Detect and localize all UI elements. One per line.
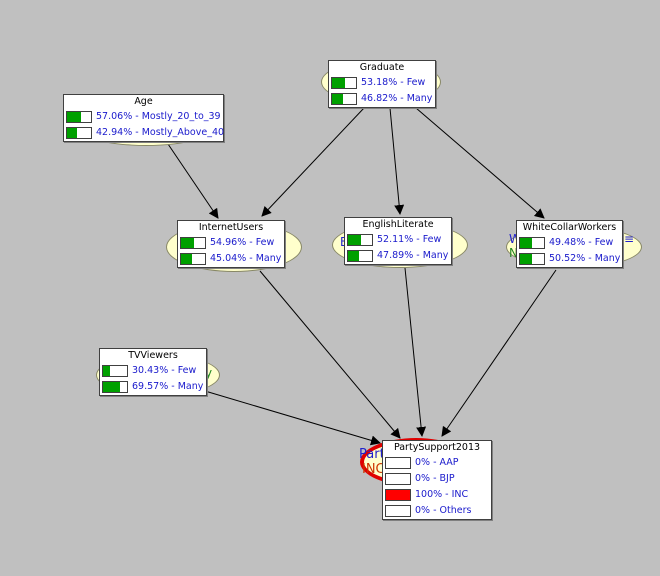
state-row[interactable]: 42.94% - Mostly_Above_40 <box>64 125 225 141</box>
state-label: 42.94% - Mostly_Above_40 <box>96 127 225 138</box>
tv-ghost-label: y <box>205 366 213 380</box>
state-row[interactable]: 53.18% - Few <box>329 75 435 91</box>
white-ghost-label: W <box>509 232 521 246</box>
node-title: PartySupport2013 <box>393 442 481 453</box>
probability-bar-fill <box>520 254 533 264</box>
probability-bar <box>66 127 92 139</box>
state-row[interactable]: 0% - AAP <box>383 455 491 471</box>
state-label: 30.43% - Few <box>132 365 197 376</box>
probability-bar-fill <box>348 251 360 261</box>
state-row[interactable]: 54.96% - Few <box>178 235 284 251</box>
probability-bar <box>102 381 128 393</box>
probability-bar-fill <box>348 235 361 245</box>
probability-bar <box>385 473 411 485</box>
state-label: 54.96% - Few <box>210 237 275 248</box>
internetusers-node[interactable]: InternetUsers 54.96% - Few 45.04% - Many <box>177 220 285 268</box>
state-label: 57.06% - Mostly_20_to_39 <box>96 111 221 122</box>
state-label: 0% - BJP <box>415 473 455 484</box>
edge-englishliterate-partysupport <box>404 267 427 437</box>
state-row[interactable]: 49.48% - Few <box>517 235 622 251</box>
probability-bar-fill <box>181 254 192 264</box>
whitecollarworkers-node[interactable]: WhiteCollarWorkers 49.48% - Few 50.52% - M… <box>516 220 623 268</box>
state-row[interactable]: 46.82% - Many <box>329 91 435 107</box>
party-ghost-label: Part <box>359 447 385 462</box>
probability-bar <box>66 111 92 123</box>
state-row[interactable]: 52.11% - Few <box>345 232 451 248</box>
node-title: TVViewers <box>128 350 178 361</box>
state-label: 46.82% - Many <box>361 93 433 104</box>
probability-bar <box>385 489 411 501</box>
probability-bar-fill <box>520 238 532 248</box>
probability-bar <box>347 234 373 246</box>
state-label: 69.57% - Many <box>132 381 204 392</box>
state-row[interactable]: 50.52% - Many <box>517 251 622 267</box>
probability-bar <box>519 237 545 249</box>
state-row[interactable]: 30.43% - Few <box>100 363 206 379</box>
edge-graduate-englishliterate <box>389 107 405 215</box>
englishliterate-node[interactable]: EnglishLiterate 52.11% - Few 47.89% - Many <box>344 217 452 265</box>
probability-bar <box>519 253 545 265</box>
probability-bar-fill <box>181 238 195 248</box>
state-row[interactable]: 45.04% - Many <box>178 251 284 267</box>
node-title: EnglishLiterate <box>362 219 434 230</box>
partysupport2013-node[interactable]: PartySupport2013 0% - AAP 0% - BJP 100% - I… <box>382 440 492 520</box>
probability-bar-fill <box>103 366 111 376</box>
node-title: WhiteCollarWorkers <box>522 222 617 233</box>
probability-bar <box>102 365 128 377</box>
state-row[interactable]: 47.89% - Many <box>345 248 451 264</box>
edge-tvviewers-partysupport <box>204 390 381 446</box>
inc-ghost-label: INC <box>362 462 385 477</box>
probability-bar-fill <box>386 490 410 500</box>
probability-bar <box>180 253 206 265</box>
probability-bar <box>331 93 357 105</box>
probability-bar-fill <box>332 78 345 88</box>
state-row[interactable]: 0% - Others <box>383 503 491 519</box>
edge-whitecollar-partysupport <box>441 269 557 437</box>
edge-graduate-internetusers <box>261 107 365 217</box>
node-title: Age <box>134 96 153 107</box>
probability-bar <box>180 237 206 249</box>
probability-bar-fill <box>67 128 78 138</box>
state-label: 49.48% - Few <box>549 237 614 248</box>
state-row[interactable]: 57.06% - Mostly_20_to_39 <box>64 109 223 125</box>
white-ghost-label-2: N <box>509 246 518 260</box>
probability-bar-fill <box>67 112 81 122</box>
node-title: Graduate <box>359 62 405 73</box>
probability-bar <box>347 250 373 262</box>
graduate-node[interactable]: Graduate 53.18% - Few 46.82% - Many <box>328 60 436 108</box>
edge-graduate-whitecollar <box>415 107 545 219</box>
english-ghost-label: E <box>340 235 348 249</box>
state-label: 50.52% - Many <box>549 253 621 264</box>
node-title: InternetUsers <box>198 222 264 233</box>
state-row[interactable]: 0% - BJP <box>383 471 491 487</box>
probability-bar-fill <box>332 94 344 104</box>
state-row[interactable]: 100% - INC <box>383 487 491 503</box>
state-label: 52.11% - Few <box>377 234 442 245</box>
white-eq-ghost-label: ≡ <box>624 232 635 246</box>
probability-bar <box>385 505 411 517</box>
probability-bar <box>385 457 411 469</box>
state-label: 47.89% - Many <box>377 250 449 261</box>
edge-internetusers-partysupport <box>259 270 401 439</box>
tvviewers-node[interactable]: TVViewers 30.43% - Few 69.57% - Many <box>99 348 207 396</box>
state-label: 100% - INC <box>415 489 469 500</box>
state-label: 53.18% - Few <box>361 77 426 88</box>
state-label: 45.04% - Many <box>210 253 282 264</box>
age-node[interactable]: Age 57.06% - Mostly_20_to_39 42.94% - Most… <box>63 94 224 142</box>
state-label: 0% - Others <box>415 505 472 516</box>
probability-bar-fill <box>103 382 120 392</box>
probability-bar <box>331 77 357 89</box>
state-row[interactable]: 69.57% - Many <box>100 379 206 395</box>
state-label: 0% - AAP <box>415 457 459 468</box>
edge-age-internetusers <box>167 143 219 219</box>
